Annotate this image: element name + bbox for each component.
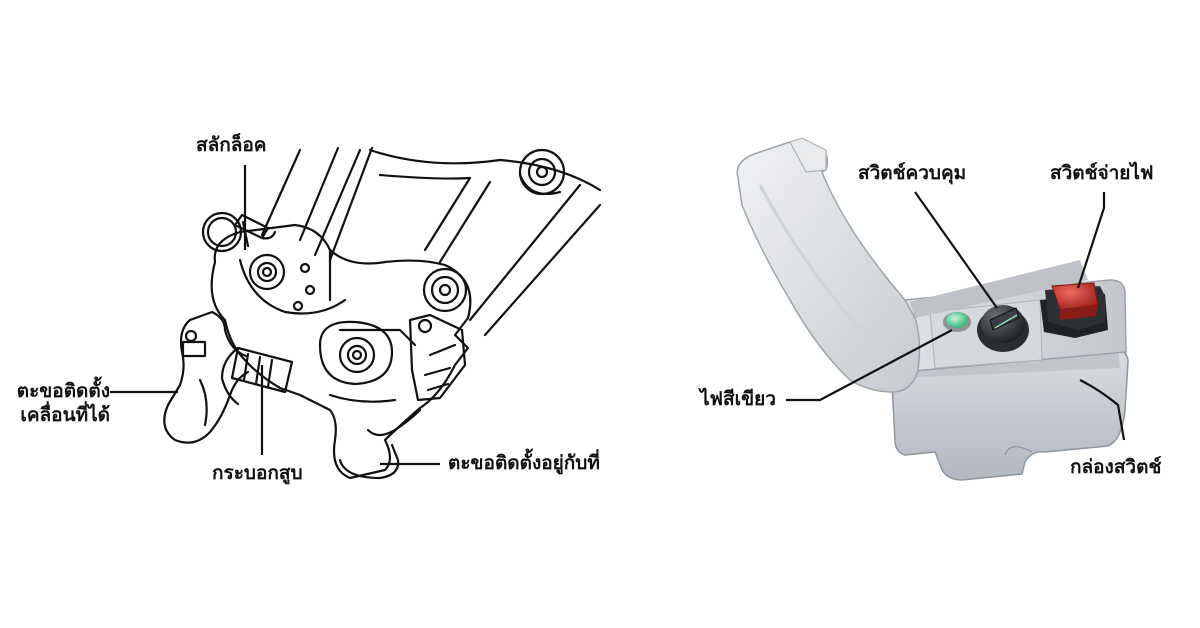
label-cylinder: กระบอกสูบ (212, 462, 303, 484)
right-leader-lines (786, 191, 1126, 441)
label-switch-box: กล่องสวิตช์ (1070, 456, 1162, 478)
label-movable-hook: ตะขอติดตั้ง เคลื่อนที่ได้ (6, 380, 110, 428)
label-control-switch: สวิตช์ควบคุม (858, 162, 967, 184)
label-fixed-hook: ตะขอติดตั้งอยู่กับที่ (448, 452, 600, 474)
switch-box-illustration (736, 137, 1129, 481)
label-power-switch: สวิตช์จ่ายไฟ (1050, 162, 1154, 184)
left-leader-lines (110, 165, 440, 466)
label-movable-hook-line2: เคลื่อนที่ได้ (20, 403, 110, 426)
label-movable-hook-line1: ตะขอติดตั้ง (16, 380, 110, 402)
label-lock-pin: สลักล็อค (196, 134, 267, 156)
quick-coupler-drawing (163, 146, 602, 480)
label-green-light: ไฟสีเขียว (700, 388, 776, 410)
